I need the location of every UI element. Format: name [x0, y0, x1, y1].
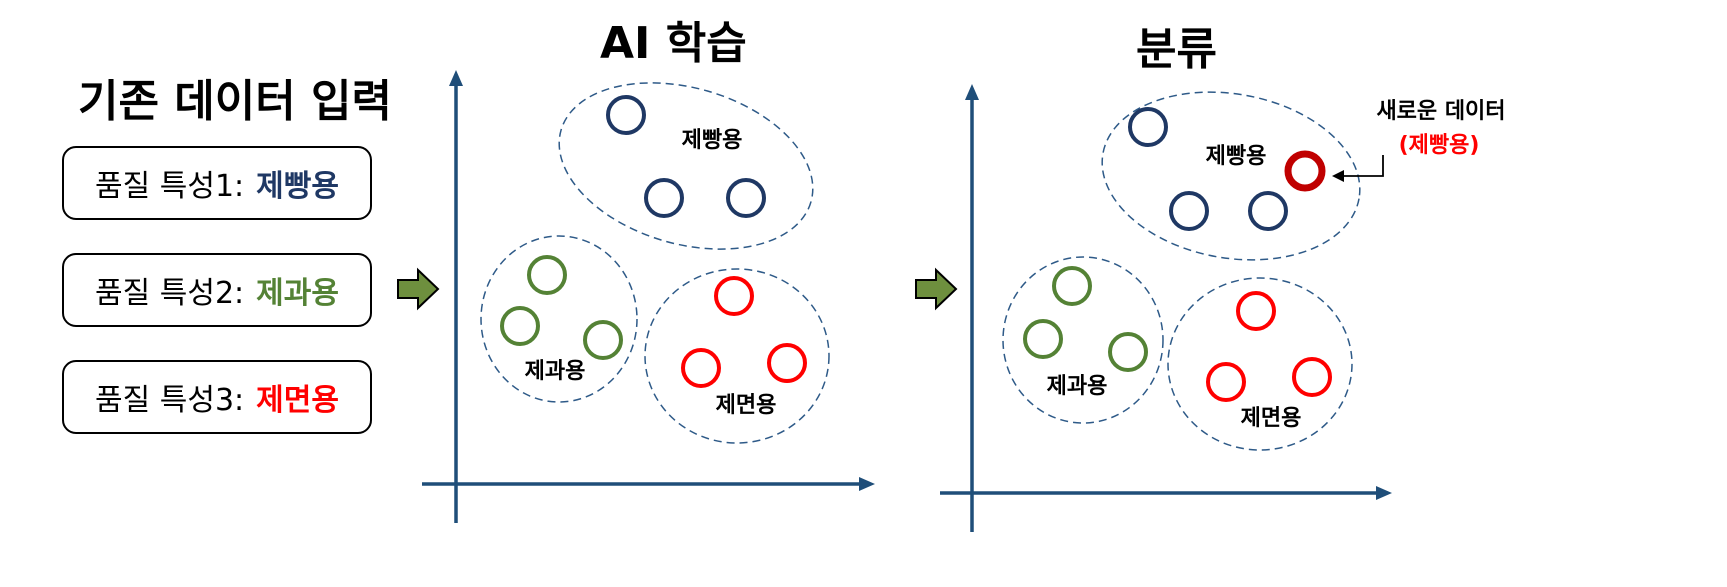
callout-line: [1340, 155, 1384, 177]
y-axis-arrowhead: [965, 84, 979, 100]
right-block-arrow-icon: [397, 267, 440, 311]
confectionery-point: [1052, 266, 1092, 306]
training-clusters: 제빵용 제과용 제면용: [480, 82, 830, 444]
confectionery-cluster-boundary: [480, 235, 638, 403]
training-axes: [422, 70, 875, 523]
confectionery-point: [1108, 332, 1148, 372]
bread-point: [726, 178, 766, 218]
bread-point: [644, 178, 684, 218]
new-data-point: [1284, 150, 1326, 192]
confectionery-cluster-label: 제과용: [1047, 374, 1108, 399]
bread-point: [1169, 191, 1209, 231]
confectionery-cluster-label: 제과용: [525, 359, 586, 384]
feature-box-1: 품질 특성1: 제빵용: [62, 146, 372, 220]
new-data-label: 새로운 데이터: [1376, 99, 1505, 124]
noodle-point: [681, 348, 721, 388]
noodle-cluster-boundary: [1167, 277, 1353, 451]
feature-label-3: 품질 특성3:: [95, 383, 245, 418]
noodle-point: [1292, 357, 1332, 397]
classification-title: 분류: [1136, 24, 1217, 75]
right-block-arrow-icon: [915, 267, 958, 311]
feature-value-2: 제과용: [256, 276, 339, 311]
noodle-point: [1206, 362, 1246, 402]
noodle-cluster-label: 제면용: [1241, 406, 1302, 431]
confectionery-point: [583, 320, 623, 360]
feature-value-3: 제면용: [256, 383, 339, 418]
noodle-point: [1236, 291, 1276, 331]
callout-arrowhead: [1332, 170, 1344, 182]
confectionery-point: [1023, 319, 1063, 359]
classification-axes: [940, 84, 1392, 532]
new-data-result: (제빵용): [1399, 133, 1480, 158]
confectionery-point: [500, 306, 540, 346]
feature-value-1: 제빵용: [256, 169, 339, 204]
noodle-cluster-boundary: [644, 268, 830, 444]
confectionery-cluster-boundary: [1002, 256, 1164, 424]
confectionery-point: [527, 255, 567, 295]
noodle-point: [714, 276, 754, 316]
y-axis-arrowhead: [449, 70, 463, 86]
feature-box-2: 품질 특성2: 제과용: [62, 253, 372, 327]
x-axis-arrowhead: [1376, 486, 1392, 500]
classification-clusters: 제빵용 제과용 제면용 새로운 데이터 (제빵용): [1002, 91, 1506, 451]
bread-cluster-label: 제빵용: [682, 128, 743, 153]
bread-cluster-boundary: [1101, 91, 1361, 261]
feature-box-3: 품질 특성3: 제면용: [62, 360, 372, 434]
bread-point: [606, 95, 646, 135]
input-title: 기존 데이터 입력: [78, 76, 392, 127]
noodle-cluster-label: 제면용: [716, 393, 777, 418]
feature-label-2: 품질 특성2:: [95, 276, 245, 311]
noodle-point: [767, 343, 807, 383]
bread-cluster-label: 제빵용: [1206, 144, 1267, 169]
feature-label-1: 품질 특성1:: [95, 169, 245, 204]
bread-point: [1128, 107, 1168, 147]
x-axis-arrowhead: [859, 477, 875, 491]
training-title: AI 학습: [600, 18, 747, 69]
bread-point: [1248, 191, 1288, 231]
bread-cluster-boundary: [558, 82, 814, 250]
